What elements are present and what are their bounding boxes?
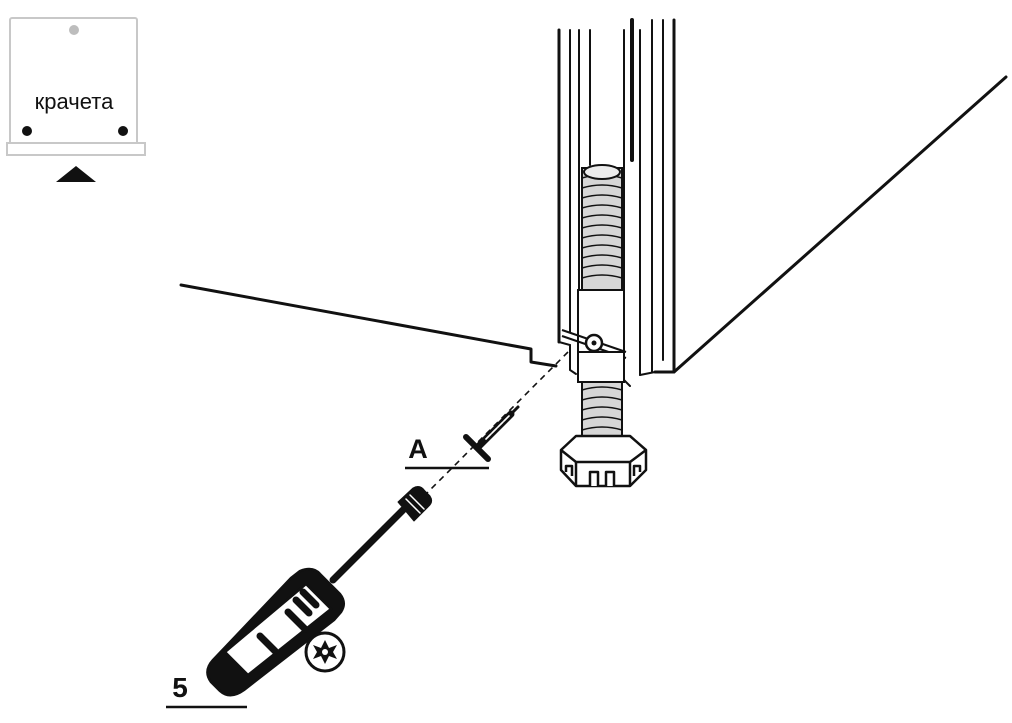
threaded-rod — [561, 164, 627, 441]
rod-threads-lower — [581, 386, 623, 431]
inset-label: крачета — [35, 89, 114, 114]
alignment-guide — [411, 351, 569, 509]
hex-foot — [559, 434, 648, 488]
cabinet-right-bottom-edge — [653, 75, 1008, 374]
part-label: A — [408, 434, 428, 464]
inset-view: крачета — [6, 17, 146, 182]
step-callout: 5 — [166, 672, 247, 709]
view-triangle-icon — [56, 166, 96, 182]
rod-threads-upper — [581, 174, 623, 279]
inset-right-dot — [118, 126, 128, 136]
cabinet-left-bottom-edge — [179, 283, 558, 368]
screw-icon — [463, 405, 520, 462]
inset-top-dot — [69, 25, 79, 35]
inset-panel — [9, 17, 138, 145]
screwdriver-icon — [206, 486, 433, 697]
torx-star-icon — [304, 631, 346, 673]
part-callout-a: A — [405, 434, 489, 470]
inset-base-strip — [6, 142, 146, 156]
step-number: 5 — [172, 672, 188, 703]
inset-left-dot — [22, 126, 32, 136]
cabinet-outline — [179, 18, 1008, 374]
